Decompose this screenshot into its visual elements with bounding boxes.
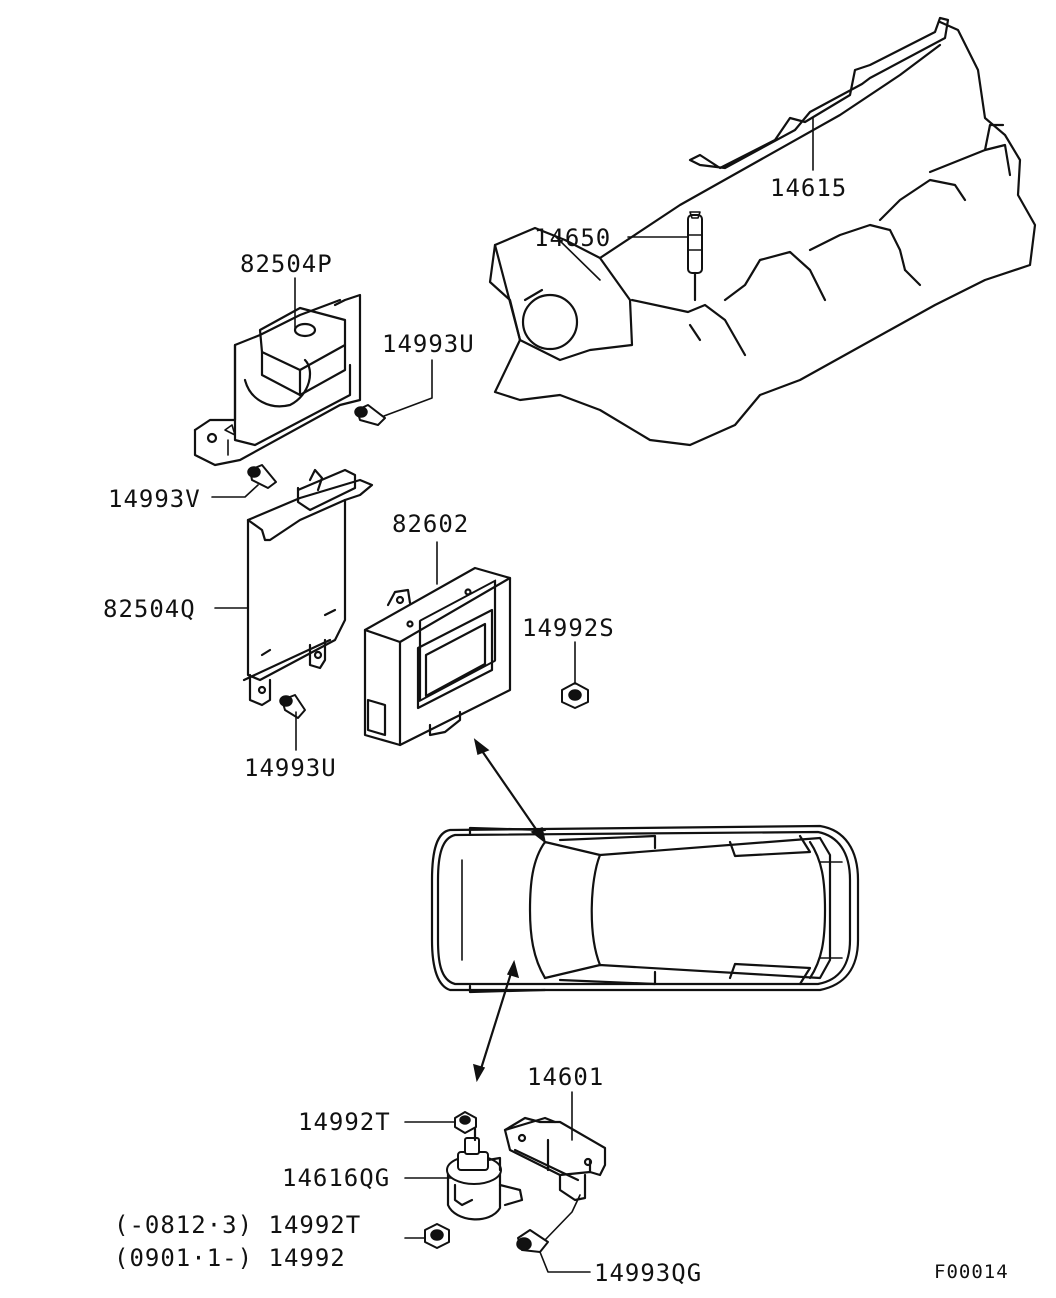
engine-block [488,16,1037,447]
bolt-14993qg [516,1229,549,1253]
control-unit-82602 [363,566,512,747]
label-14993qg: 14993QG [594,1259,702,1287]
label-14992t-dated: (-0812·3) 14992T [114,1211,361,1239]
vehicle-top-view [430,824,860,994]
callout-labels: 14615 14650 82504P 14993U 14993V 82602 8… [103,174,1009,1287]
label-82504q: 82504Q [103,595,196,623]
bracket-82504q [242,468,374,707]
label-14993v: 14993V [108,485,201,513]
locator-arrow-upper [473,738,547,844]
bracket-14601 [503,1116,607,1202]
label-82504p: 82504P [240,250,333,278]
sensor-14616qg [446,1126,524,1221]
label-14992-dated: (0901·1-) 14992 [114,1244,346,1272]
bolt-14993u-bottom [279,694,306,719]
label-14993u-bottom: 14993U [244,754,337,782]
leader-lines [211,117,814,1273]
label-82602: 82602 [392,510,469,538]
label-14992t: 14992T [298,1108,391,1136]
nut-14992s [561,682,589,709]
label-14616qg: 14616QG [282,1164,390,1192]
bolt-14993v [247,464,277,489]
label-14615: 14615 [770,174,847,202]
label-14601: 14601 [527,1063,604,1091]
locator-arrow-lower [473,959,520,1083]
label-14992s: 14992S [522,614,615,642]
figure-code: F00014 [934,1261,1009,1283]
bracket-82504p [193,293,362,467]
nut-14992t-top [454,1111,477,1134]
nut-14992t-bottom [424,1223,450,1249]
label-14650: 14650 [534,224,611,252]
label-14993u-top: 14993U [382,330,475,358]
bolt-14993u-top [354,404,386,426]
